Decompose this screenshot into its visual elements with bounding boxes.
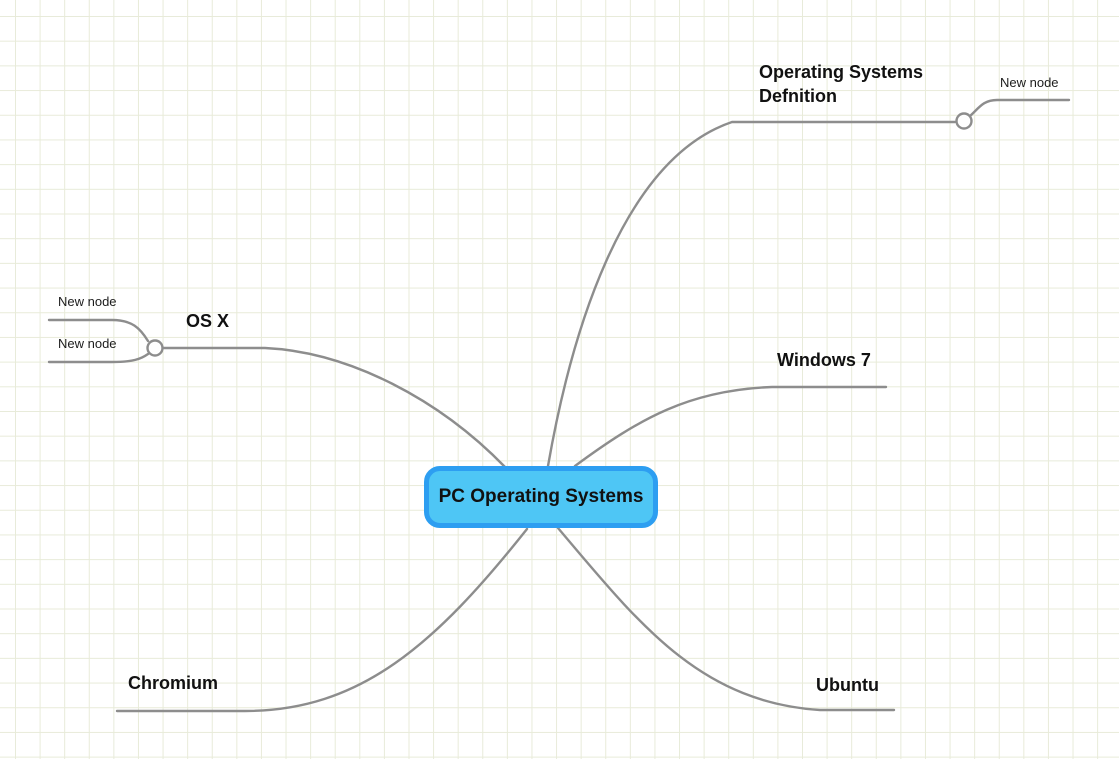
osx-link-handle[interactable] <box>146 339 164 357</box>
node-new-node-left-2[interactable]: New node <box>58 336 117 351</box>
node-ubuntu[interactable]: Ubuntu <box>816 675 879 695</box>
node-os-x[interactable]: OS X <box>186 311 230 331</box>
os-def-link-handle[interactable] <box>955 112 973 130</box>
connector-os-def-child <box>968 98 1071 118</box>
root-node[interactable]: PC Operating Systems <box>424 466 658 528</box>
connector-windows7 <box>573 385 888 468</box>
connector-chromium <box>115 527 529 713</box>
connector-ubuntu <box>556 526 896 712</box>
node-chromium[interactable]: Chromium <box>128 673 218 693</box>
node-new-node-right[interactable]: New node <box>1000 75 1059 90</box>
root-node-label: PC Operating Systems <box>438 486 644 507</box>
connector-os-def <box>546 120 957 468</box>
connector-osx <box>161 346 507 469</box>
node-operating-systems-defnition[interactable]: Operating Systems Defnition <box>759 62 924 106</box>
node-new-node-left-1[interactable]: New node <box>58 294 117 309</box>
connector-osx-child2 <box>47 352 150 364</box>
connector-osx-child1 <box>47 318 150 343</box>
node-windows-7[interactable]: Windows 7 <box>777 350 871 370</box>
